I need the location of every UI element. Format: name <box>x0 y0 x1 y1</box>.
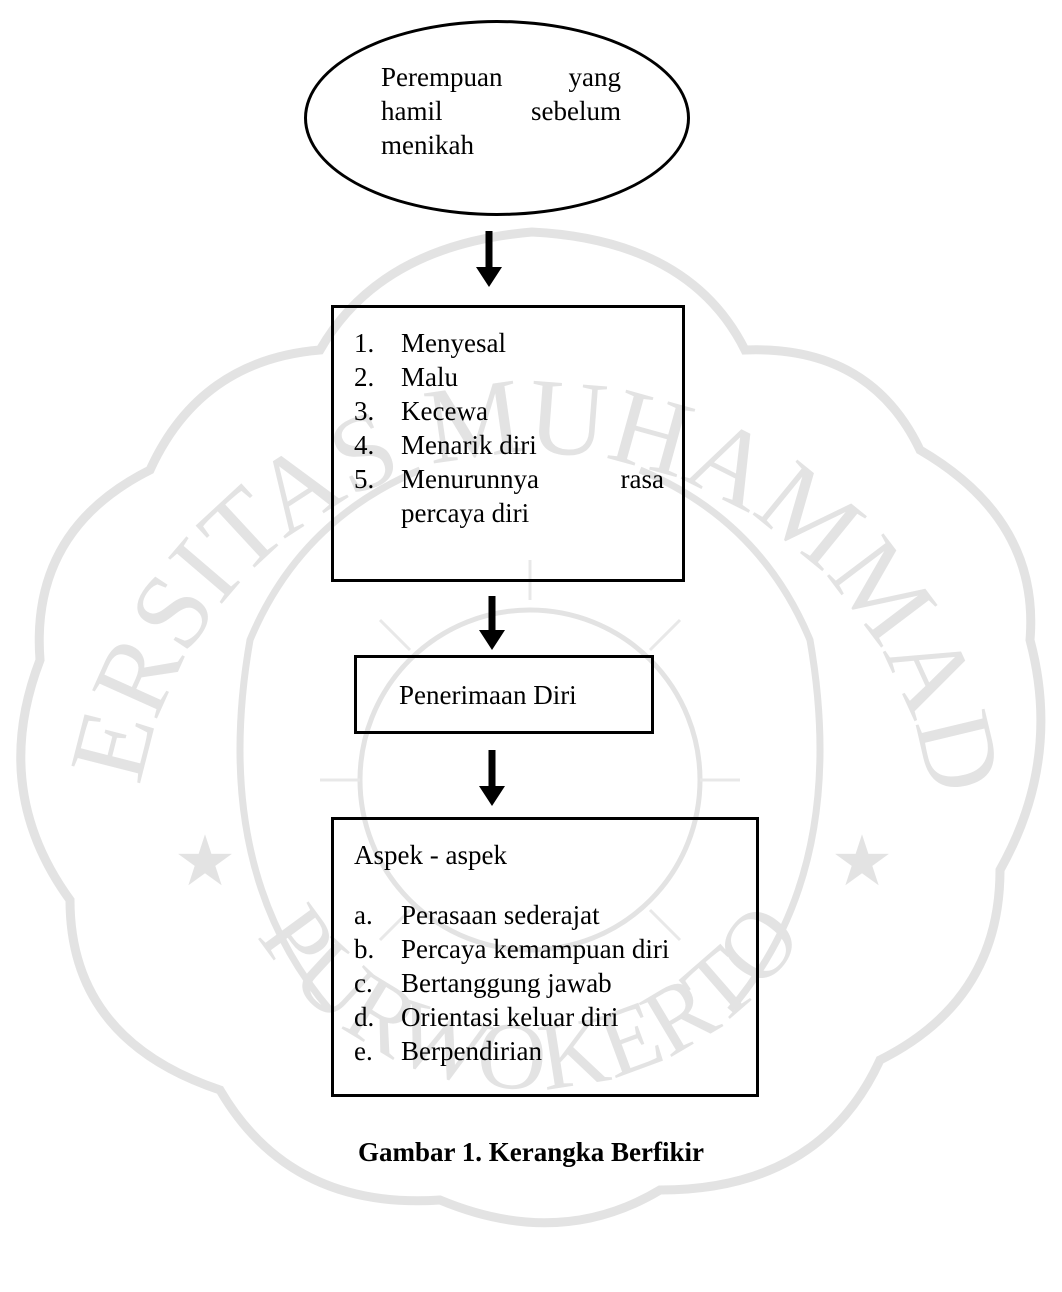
seal-wreath-right <box>638 466 824 1013</box>
list-item: d.Orientasi keluar diri <box>354 1002 619 1032</box>
list-item: 1.Menyesal <box>354 328 506 358</box>
list-item: 3.Kecewa <box>354 396 488 426</box>
acceptance-box: Penerimaan Diri <box>354 655 654 734</box>
figure-caption: Gambar 1. Kerangka Berfikir <box>358 1137 704 1167</box>
arrow-down-2 <box>479 596 505 650</box>
arrow-down-1 <box>476 231 502 287</box>
seal-wreath-left <box>236 466 422 1013</box>
seal-star-left: ★ <box>174 824 237 901</box>
aspects-title: Aspek - aspek <box>354 840 507 870</box>
aspects-list: a.Perasaan sederajat b.Percaya kemampuan… <box>354 898 754 1068</box>
list-item: e.Berpendirian <box>354 1036 542 1066</box>
list-item: c.Bertanggung jawab <box>354 968 612 998</box>
list-item: b.Percaya kemampuan diri <box>354 934 670 964</box>
start-node-ellipse: Perempuan yang hamil sebelum menikah <box>304 20 690 216</box>
list-item: a.Perasaan sederajat <box>354 900 600 930</box>
list-item: 5.Menurunnya rasa percaya diri <box>354 464 664 528</box>
seal-outline <box>16 227 1046 1228</box>
seal-star-right: ★ <box>831 824 894 901</box>
list-item: 2.Malu <box>354 362 458 392</box>
seal-sun-rays <box>320 560 740 942</box>
acceptance-text: Penerimaan Diri <box>399 680 577 710</box>
aspects-box: Aspek - aspek a.Perasaan sederajat b.Per… <box>331 817 759 1097</box>
arrow-down-3 <box>479 750 505 806</box>
list-item: 4.Menarik diri <box>354 430 537 460</box>
start-node-text: Perempuan yang hamil sebelum menikah <box>381 62 621 160</box>
feelings-box: 1.Menyesal 2.Malu 3.Kecewa 4.Menarik dir… <box>331 305 685 582</box>
feelings-list: 1.Menyesal 2.Malu 3.Kecewa 4.Menarik dir… <box>354 326 664 530</box>
